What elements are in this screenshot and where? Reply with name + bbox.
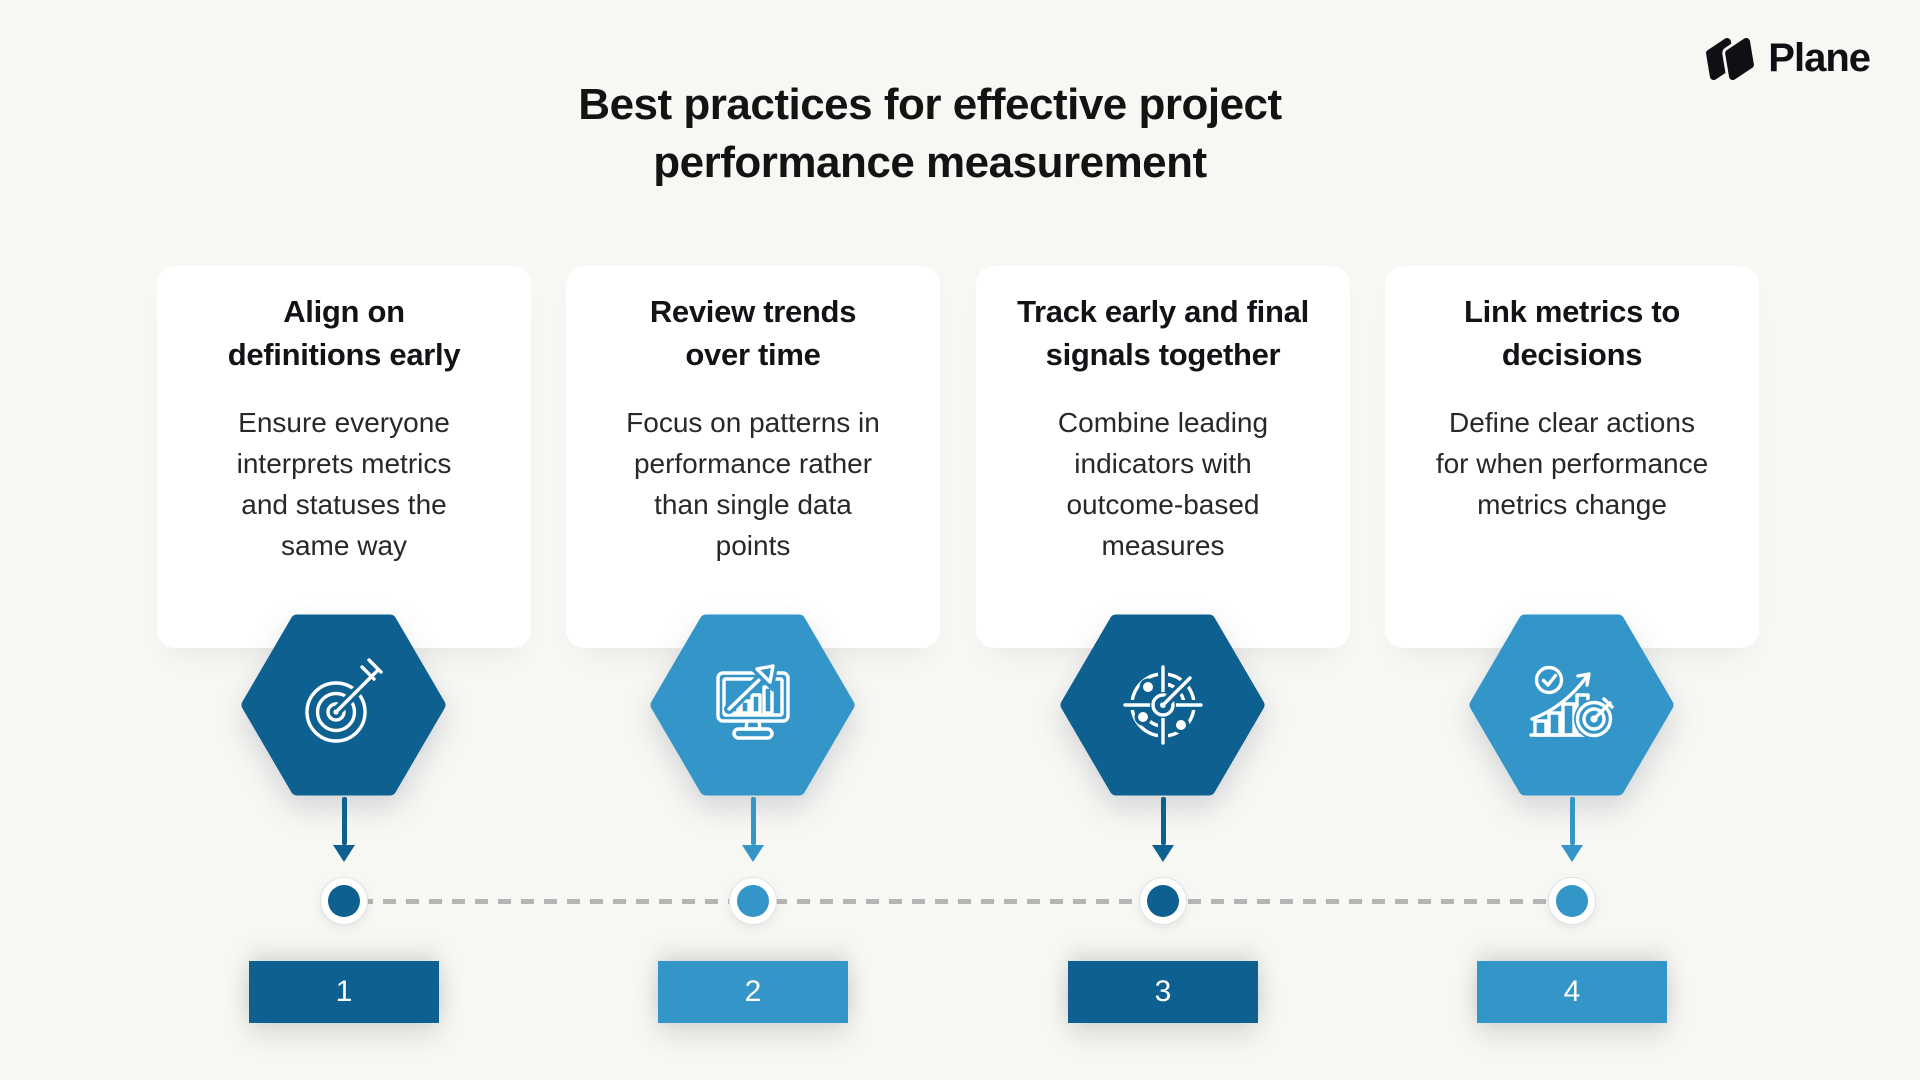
connector-arrow-stem (751, 797, 756, 845)
step-number-box: 4 (1477, 961, 1667, 1023)
step-title: Align on definitions early (227, 294, 461, 372)
plane-logo: Plane (1700, 36, 1871, 81)
monitor-trend-chart-icon (716, 659, 790, 740)
step-title: Link metrics to decisions (1464, 294, 1680, 372)
plane-logomark-icon (1706, 36, 1758, 81)
step-number: 1 (335, 975, 353, 1008)
step-description: Combine leading indicators with outcome-… (1057, 407, 1269, 561)
page-title: Best practices for effective project per… (578, 80, 1282, 187)
growth-chart-target-icon (1529, 665, 1614, 739)
step-title: Track early and final signals together (1017, 294, 1309, 372)
step-number-box: 1 (249, 961, 439, 1023)
arrow-head-icon (1561, 845, 1583, 862)
step-card: Track early and final signals together C… (976, 266, 1350, 648)
connector-arrow-stem (342, 797, 347, 845)
step-number-box: 2 (658, 961, 848, 1023)
target-dart-icon (305, 658, 383, 743)
step-card: Link metrics to decisions Define clear a… (1385, 266, 1759, 648)
step-description: Define clear actions for when performanc… (1435, 407, 1709, 520)
arrow-head-icon (1152, 845, 1174, 862)
arrow-head-icon (742, 845, 764, 862)
step-title: Review trends over time (649, 294, 857, 372)
connector-arrow-stem (1161, 797, 1166, 845)
step-column-4: Link metrics to decisions Define clear a… (1385, 266, 1759, 1026)
timeline-dot (1147, 885, 1179, 917)
step-column-2: Review trends over time Focus on pattern… (566, 266, 940, 1026)
step-card: Review trends over time Focus on pattern… (566, 266, 940, 648)
step-number: 3 (1154, 975, 1172, 1008)
step-column-3: Track early and final signals together C… (976, 266, 1350, 1026)
timeline-dot (328, 885, 360, 917)
timeline-dot (1556, 885, 1588, 917)
step-number: 2 (744, 975, 762, 1008)
step-description: Focus on patterns in performance rather … (626, 407, 880, 561)
step-card: Align on definitions early Ensure everyo… (157, 266, 531, 648)
radar-icon (1121, 663, 1205, 747)
step-description: Ensure everyone interprets metrics and s… (236, 407, 452, 561)
arrow-head-icon (333, 845, 355, 862)
step-column-1: Align on definitions early Ensure everyo… (157, 266, 531, 1026)
step-number: 4 (1563, 975, 1581, 1008)
timeline-dashed-line (360, 899, 1556, 904)
timeline-dot (737, 885, 769, 917)
brand-name: Plane (1768, 36, 1871, 80)
connector-arrow-stem (1570, 797, 1575, 845)
step-number-box: 3 (1068, 961, 1258, 1023)
